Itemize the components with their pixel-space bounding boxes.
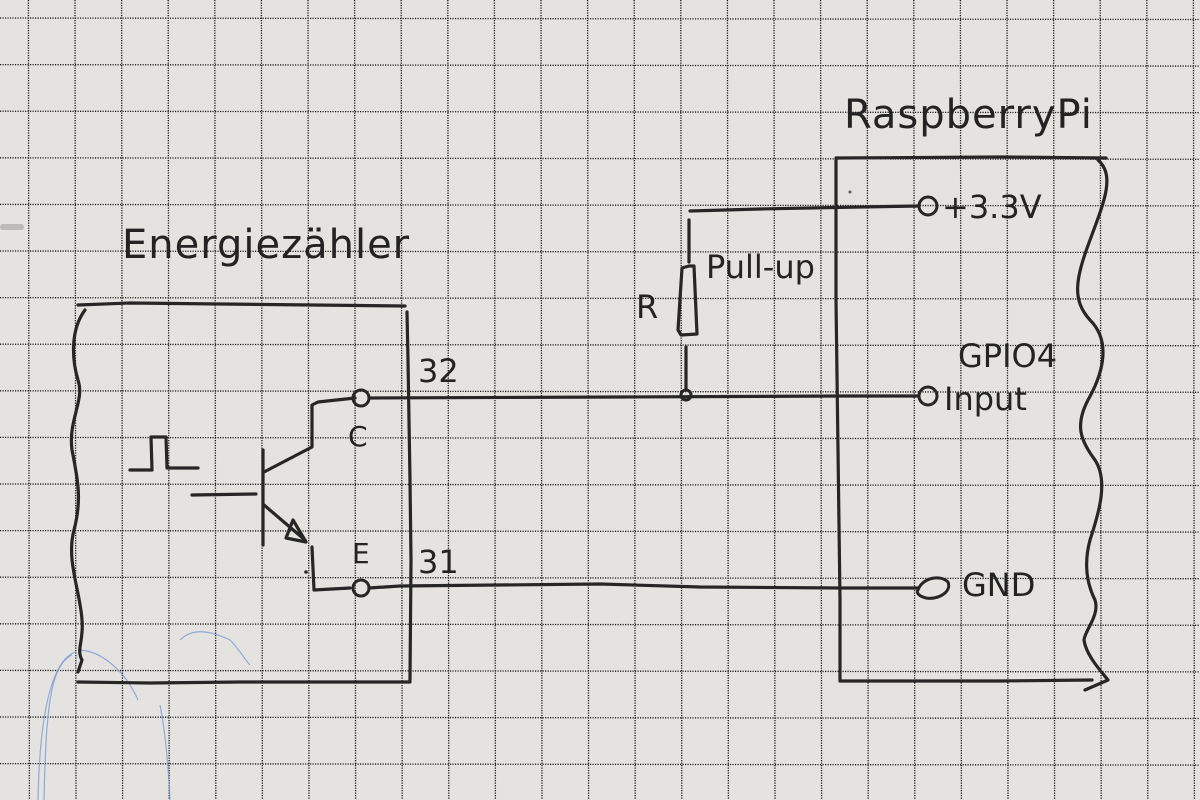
pin-3v3[interactable]: [917, 195, 939, 217]
grid-line-vertical: [1192, 0, 1196, 800]
grid-line-vertical: [400, 0, 403, 800]
emitter-arrow-icon: [284, 518, 308, 544]
junction-node: [679, 388, 693, 402]
resistor-body[interactable]: [676, 264, 699, 337]
wiring: [367, 204, 920, 590]
resistor-role-label: Pull-up: [706, 248, 815, 286]
grid-line-vertical: [260, 0, 264, 800]
grid-line-vertical: [866, 0, 869, 800]
pulse-symbol-icon: [128, 435, 200, 472]
grid-line-vertical: [773, 0, 776, 800]
grid-line-vertical: [447, 0, 450, 800]
transistor-emitter-lead: [262, 503, 307, 542]
grid-line-horizontal: [0, 483, 1200, 487]
pin-gnd[interactable]: [915, 576, 951, 600]
raspberry-pi-block: RaspberryPi +3.3V GPIO4 Input GND: [834, 92, 1110, 692]
grid-line-vertical: [214, 0, 217, 800]
pi-box-top-edge: [834, 155, 1108, 160]
pull-up-resistor: R Pull-up: [636, 218, 815, 402]
ink-dot: [304, 570, 308, 574]
pin-gpio4-label: GPIO4: [958, 337, 1057, 375]
grid-line-vertical: [1146, 0, 1149, 800]
wire-ground[interactable]: [367, 582, 920, 590]
grid-line-vertical: [167, 0, 170, 800]
grid-line-vertical: [540, 0, 543, 800]
meter-box-top-edge: [76, 301, 407, 308]
grid-line-vertical: [1006, 0, 1009, 800]
terminal-32-label: 32: [418, 352, 459, 390]
meter-box-bottom-edge: [76, 680, 412, 685]
paper-smudge: [0, 224, 24, 230]
grid-line-horizontal: [0, 296, 1200, 300]
grid-line-vertical: [120, 0, 124, 800]
grid-line-vertical: [913, 0, 916, 800]
grid-line-horizontal: [0, 157, 1200, 160]
pi-box-bottom-edge: [838, 678, 1094, 683]
grid-line-horizontal: [0, 436, 1200, 440]
grid-line-vertical: [27, 0, 31, 800]
grid-line-horizontal: [0, 576, 1200, 580]
meter-title: Energiezähler: [122, 222, 410, 268]
grid-line-vertical: [353, 0, 357, 800]
grid-line-vertical: [1099, 0, 1102, 800]
pin-gpio4[interactable]: [917, 385, 939, 407]
grid-line-horizontal: [0, 17, 1200, 21]
grid-line-horizontal: [0, 343, 1200, 347]
grid-line-horizontal: [0, 529, 1200, 533]
grid-line-vertical: [726, 0, 730, 800]
grid-line-horizontal: [0, 716, 1200, 720]
grid-line-horizontal: [0, 250, 1200, 254]
stray-blue-pencil-marks: [37, 631, 251, 800]
terminal-31-label: 31: [418, 543, 459, 581]
grid-line-vertical: [680, 0, 683, 800]
grid-line-vertical: [959, 0, 963, 800]
grid-line-horizontal: [0, 669, 1200, 673]
wire-3v3-supply[interactable]: [688, 204, 920, 213]
grid-line-horizontal: [0, 110, 1200, 114]
emitter-label: E: [352, 537, 370, 570]
grid-line-horizontal: [0, 623, 1200, 626]
resistor-name-label: R: [636, 288, 658, 326]
pin-gpio4-sublabel: Input: [944, 380, 1027, 418]
grid-line-vertical: [586, 0, 590, 800]
grid-line-vertical: [307, 0, 310, 800]
grid-line-vertical: [74, 0, 77, 800]
raspberry-pi-title: RaspberryPi: [844, 92, 1093, 138]
ink-dot: [848, 190, 852, 194]
meter-box-wavy-left-edge: [69, 308, 87, 674]
pi-box-wavy-right-edge: [1076, 158, 1110, 692]
pin-gnd-label: GND: [962, 566, 1035, 604]
grid-line-horizontal: [0, 390, 1200, 393]
grid-line-vertical: [1052, 0, 1056, 800]
npn-transistor-symbol: [190, 396, 357, 592]
pi-box-left-edge: [834, 158, 842, 682]
transistor-collector-lead: [262, 396, 357, 474]
collector-label: C: [348, 420, 368, 453]
grid-line-vertical: [819, 0, 823, 800]
emitter-to-terminal-lead: [310, 545, 352, 592]
meter-box-right-edge: [405, 310, 413, 682]
grid-line-horizontal: [0, 63, 1200, 67]
energy-meter-block: Energiezähler ⊓ C E 32 31: [69, 222, 459, 685]
grid-line-vertical: [633, 0, 636, 800]
pin-3v3-label: +3.3V: [942, 188, 1042, 226]
wire-gpio-signal[interactable]: [367, 394, 920, 400]
transistor-base-lead: [190, 492, 258, 497]
grid-line-horizontal: [0, 762, 1200, 766]
grid-line-vertical: [493, 0, 497, 800]
grid-line-horizontal: [0, 203, 1200, 207]
